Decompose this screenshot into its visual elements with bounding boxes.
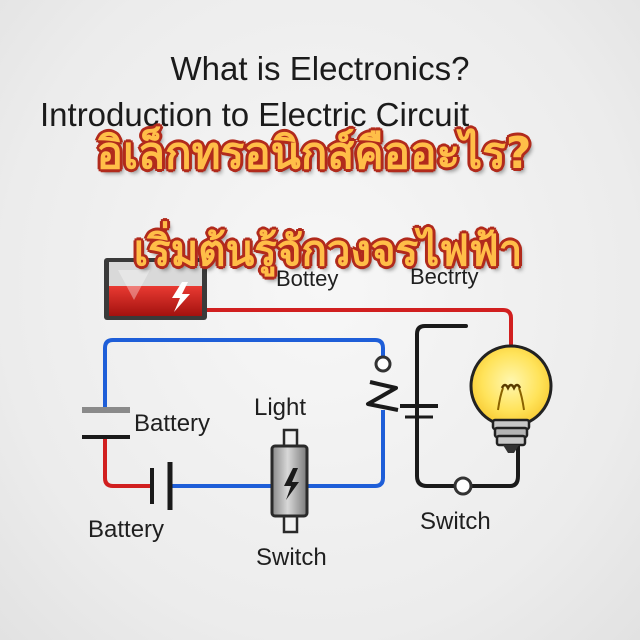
switch-symbol-right bbox=[366, 355, 438, 440]
label-light: Light bbox=[254, 394, 307, 421]
battery-symbol-left bbox=[82, 407, 130, 439]
light-bulb-icon bbox=[469, 344, 553, 453]
wire-red-segments bbox=[103, 308, 513, 488]
label-bottey: Bottey bbox=[276, 266, 339, 291]
label-bectrty: Bectrty bbox=[410, 264, 479, 289]
lightning-bolt-icon bbox=[284, 468, 299, 500]
switch-terminal bbox=[453, 476, 473, 496]
thai-caption-line-2: เริ่มต้นรู้จักวงจรไฟฟ้า bbox=[133, 226, 523, 275]
label-battery-right: Battery bbox=[134, 410, 211, 437]
center-component bbox=[270, 428, 309, 534]
thai-caption-line-1: อิเล็กทรอนิกส์คืออะไร? bbox=[96, 128, 532, 179]
battery-pack-icon bbox=[104, 258, 207, 320]
title-line-2: Introduction to Electric Circuit bbox=[40, 96, 470, 133]
wire-blue-loop bbox=[103, 338, 385, 488]
label-switch-center: Switch bbox=[256, 544, 327, 571]
battery-symbol-bottom bbox=[150, 462, 173, 510]
label-battery-bottom: Battery bbox=[88, 516, 165, 543]
label-switch-right: Switch bbox=[420, 508, 491, 535]
title-line-1: What is Electronics? bbox=[170, 50, 470, 87]
